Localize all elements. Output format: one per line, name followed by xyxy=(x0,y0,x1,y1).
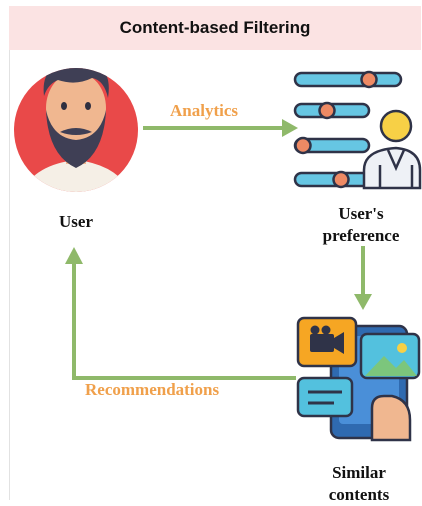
figure-frame xyxy=(9,6,422,500)
similar-content-icon xyxy=(296,316,421,442)
recommendations-label: Recommendations xyxy=(85,380,220,399)
preference-to-similar-arrow xyxy=(354,246,372,310)
analytics-label: Analytics xyxy=(170,101,238,120)
diagram-title: Content-based Filtering xyxy=(9,6,421,50)
analytics-arrow xyxy=(143,119,298,137)
preference-label: User's preference xyxy=(322,204,400,245)
preference-sliders-icon xyxy=(293,70,422,190)
user-avatar-icon xyxy=(14,68,138,192)
recommendations-arrow xyxy=(65,247,296,380)
user-label: User xyxy=(59,212,93,231)
similar-contents-label: Similar contents xyxy=(328,463,390,504)
